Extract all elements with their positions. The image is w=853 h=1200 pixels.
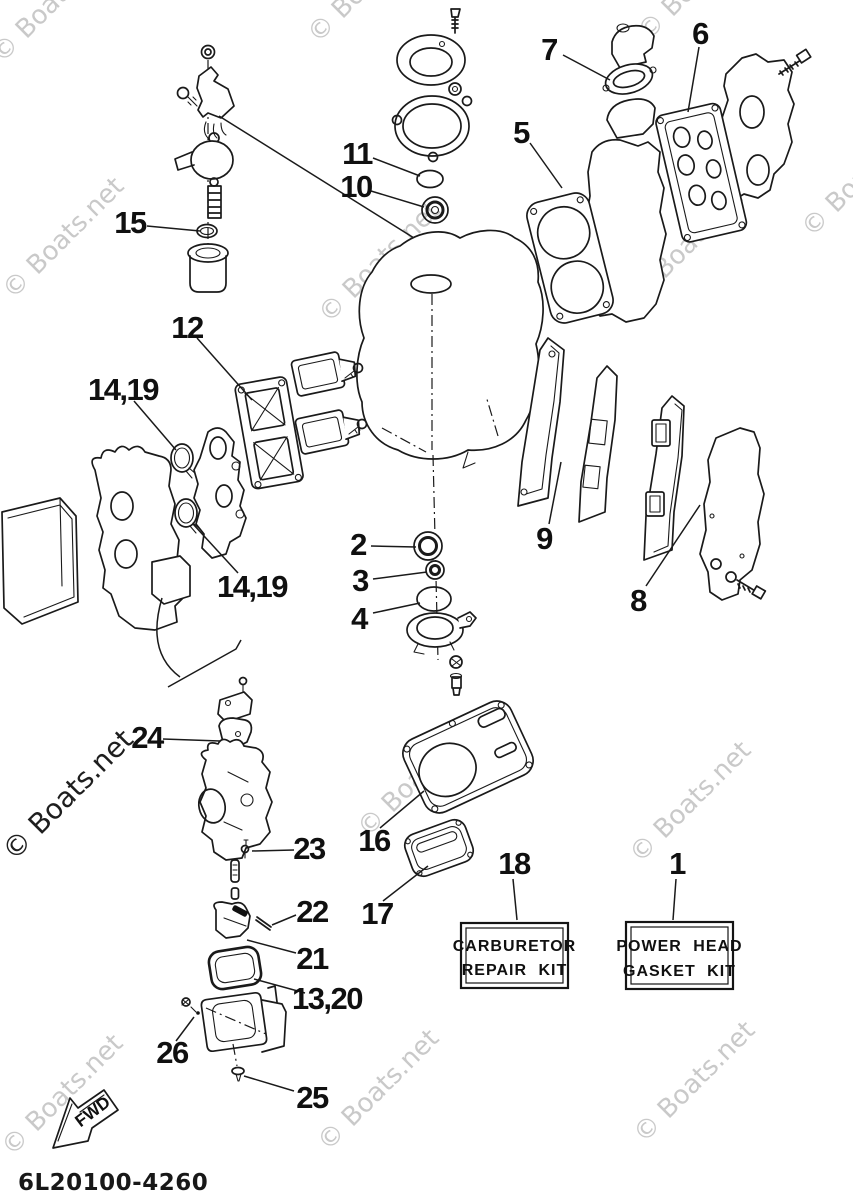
callout-26: 26 — [156, 1035, 189, 1070]
callout-5: 5 — [513, 115, 530, 150]
callout-11: 11 — [342, 136, 373, 171]
callout-15: 15 — [114, 205, 147, 240]
watermark: © Boats.net — [628, 1016, 761, 1149]
kit-label-boxes: CARBURETOR REPAIR KIT POWER HEAD GASKET … — [453, 920, 742, 991]
parts-illustration — [1, 8, 812, 1082]
exhaust-plate-6 — [655, 102, 748, 243]
carburetor-kit-assembly — [156, 597, 287, 1082]
reed-valve-lower — [294, 409, 361, 455]
exhaust-cover-stack — [655, 48, 812, 243]
callout-17: 17 — [361, 896, 393, 931]
watermark: © Boats.net — [0, 0, 119, 69]
callout-14-19-b: 14,19 — [217, 569, 288, 604]
callout-24: 24 — [131, 720, 165, 755]
callout-9: 9 — [536, 521, 553, 556]
callout-13-20: 13,20 — [292, 981, 362, 1016]
thermostat-gasket-7 — [604, 63, 654, 95]
lower-bearing-parts — [406, 531, 477, 696]
power-head-kit-line1: POWER HEAD — [616, 938, 742, 955]
bearing-housing — [406, 612, 464, 648]
seal-3 — [425, 560, 445, 580]
gasket-9 — [517, 337, 565, 507]
drain-screw-25 — [231, 1066, 245, 1076]
callouts: 7 6 5 11 10 15 12 14,19 14,19 2 3 4 9 8 … — [88, 16, 711, 1115]
crankcase-block — [356, 229, 544, 661]
exhaust-side-plates — [517, 337, 767, 601]
carburetor-bodies — [91, 445, 188, 631]
callout-8: 8 — [630, 583, 647, 618]
callout-3: 3 — [352, 563, 369, 598]
clamp-ring-14-19-a — [170, 443, 194, 473]
float-bowl — [200, 985, 287, 1053]
callout-1: 1 — [669, 846, 686, 881]
callout-23: 23 — [293, 831, 326, 866]
intake-assembly — [1, 351, 368, 631]
fwd-arrow-shape — [52, 1089, 119, 1149]
o-ring-11 — [416, 169, 444, 189]
intake-manifold-12 — [234, 376, 304, 490]
callout-22: 22 — [296, 894, 328, 929]
carburetor-kit-line2: REPAIR KIT — [462, 962, 567, 979]
carburetor-repair-kit-box: CARBURETOR REPAIR KIT — [453, 921, 576, 990]
leader-lines — [133, 46, 701, 1092]
watermark: © Boats.net — [312, 1024, 445, 1157]
power-head-gasket-kit-box: POWER HEAD GASKET KIT — [616, 920, 742, 991]
callout-12: 12 — [171, 310, 203, 345]
crankcase-cover-stack — [391, 8, 473, 224]
fuel-valve-assembly — [174, 44, 447, 293]
cylinder-head-stack — [585, 23, 667, 323]
reed-valve-upper — [290, 351, 357, 397]
power-head-kit-line2: GASKET KIT — [623, 963, 736, 980]
callout-7: 7 — [541, 32, 557, 67]
o-ring-4 — [416, 586, 452, 612]
watermark: © Boats.net — [624, 736, 757, 869]
callout-10: 10 — [340, 169, 372, 204]
carburetor-body — [199, 738, 273, 861]
drawing-code: 6L20100-4260 — [18, 1170, 208, 1196]
callout-16: 16 — [358, 823, 391, 858]
carburetor-kit-line1: CARBURETOR — [453, 938, 576, 955]
watermark-dark: © Boats.net — [0, 723, 140, 867]
head-gasket-5 — [526, 192, 614, 324]
callout-25: 25 — [296, 1080, 329, 1115]
callout-6: 6 — [692, 16, 709, 51]
clamp-ring-14-19-b — [174, 498, 198, 528]
oil-seal-10 — [421, 196, 449, 224]
manifold-gasket — [193, 427, 247, 559]
gasket-17 — [403, 818, 475, 878]
watermark: © Boats.net — [0, 172, 130, 305]
float-21 — [213, 901, 251, 939]
watermark: © Boats.net — [796, 110, 853, 243]
gasket-16 — [402, 700, 534, 814]
float-pin-22 — [255, 916, 272, 931]
callout-2: 2 — [350, 527, 366, 562]
callout-18: 18 — [498, 846, 531, 881]
callout-21: 21 — [296, 941, 329, 976]
bowl-gasket-13-20 — [207, 945, 263, 991]
callout-4: 4 — [351, 601, 369, 636]
callout-14-19-a: 14,19 — [88, 372, 159, 407]
